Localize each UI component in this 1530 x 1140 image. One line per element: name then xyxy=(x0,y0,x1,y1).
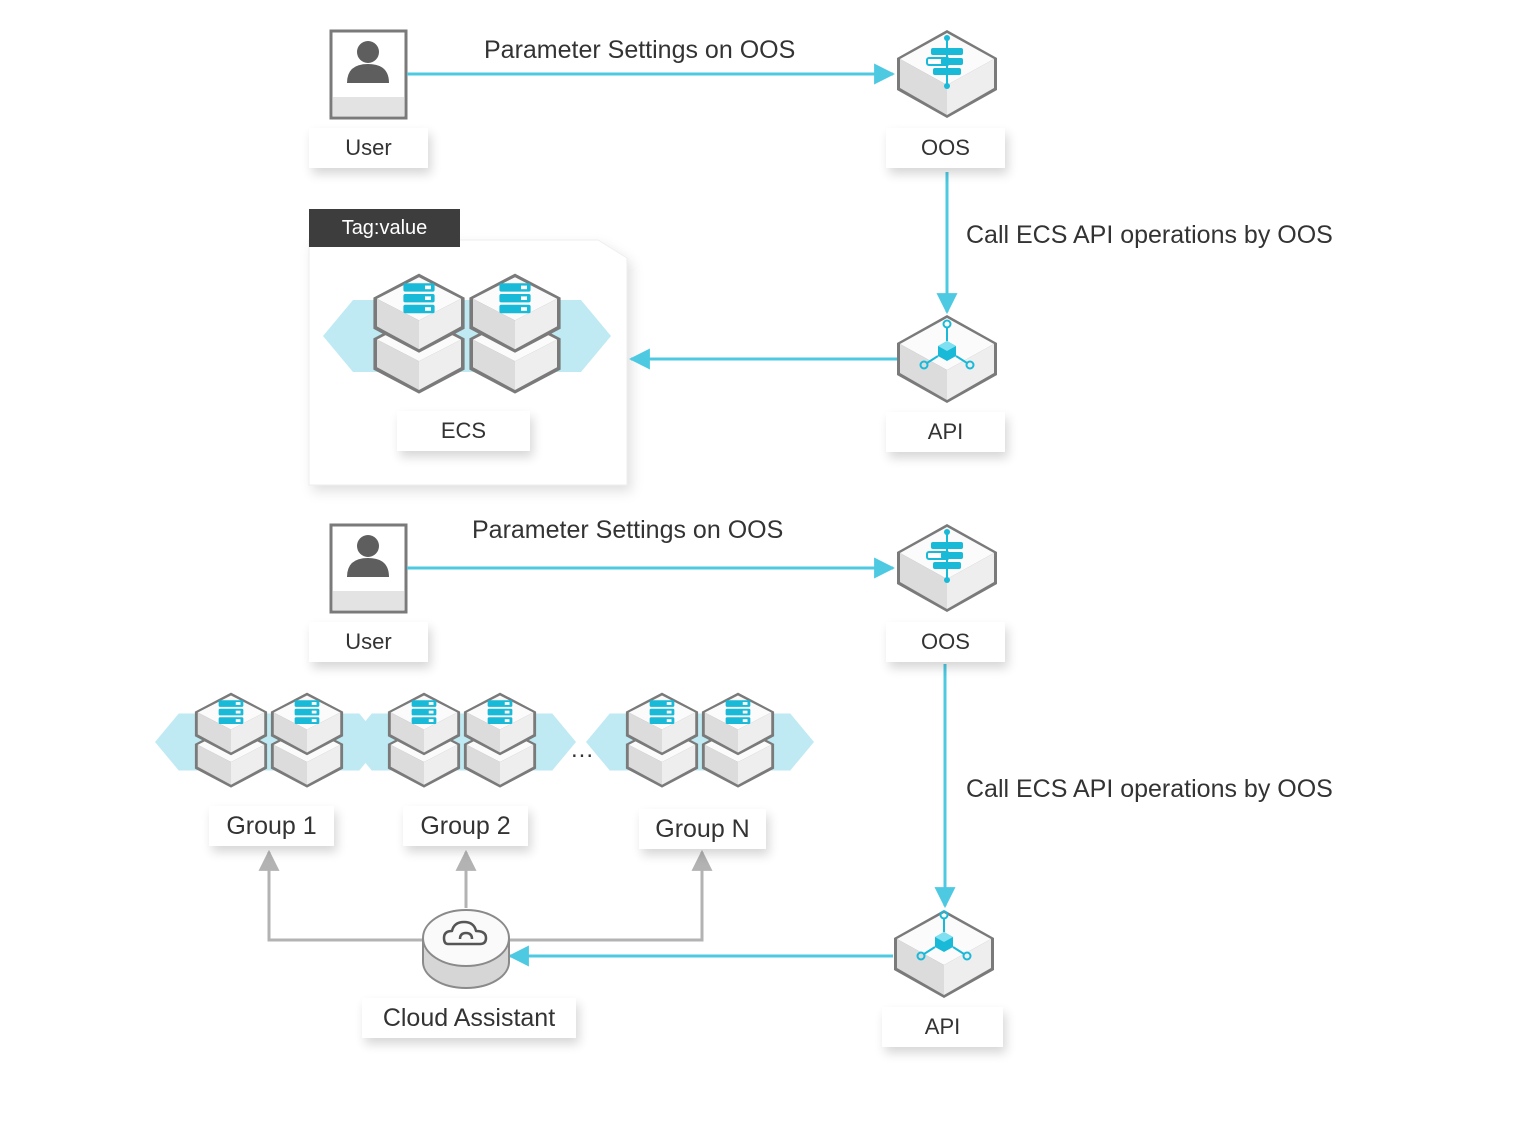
cloud-assistant-label: Cloud Assistant xyxy=(362,998,576,1038)
user-label-top: User xyxy=(309,128,428,168)
api-label-bottom: API xyxy=(882,1007,1003,1047)
group-n-servers xyxy=(586,693,814,788)
group-2-label: Group 2 xyxy=(403,806,528,846)
groups-ellipsis: ... xyxy=(571,736,595,763)
oos-node-top xyxy=(897,30,997,118)
oos-node-bottom xyxy=(897,524,997,612)
api-node-bottom xyxy=(894,910,994,998)
api-label-top: API xyxy=(886,412,1005,452)
edge-label-call-ecs-api-bottom: Call ECS API operations by OOS xyxy=(966,775,1333,803)
cloud-icon xyxy=(442,920,488,946)
group-1-servers xyxy=(155,693,383,788)
edge-label-parameter-settings-top: Parameter Settings on OOS xyxy=(484,36,796,64)
tag-value-badge: Tag:value xyxy=(309,209,460,247)
edge-label-parameter-settings-bottom: Parameter Settings on OOS xyxy=(472,516,784,544)
user-label-bottom: User xyxy=(309,622,428,662)
user-icon xyxy=(329,523,408,614)
cloud-assistant-node xyxy=(422,909,510,989)
edge-cloud-assistant-groupN xyxy=(508,849,713,942)
user-icon xyxy=(329,29,408,120)
edge-label-call-ecs-api-top: Call ECS API operations by OOS xyxy=(966,221,1333,249)
group-2-servers xyxy=(348,693,576,788)
oos-label-top: OOS xyxy=(886,128,1005,168)
oos-label-bottom: OOS xyxy=(886,622,1005,662)
ecs-label: ECS xyxy=(397,411,530,451)
group-1-label: Group 1 xyxy=(209,806,334,846)
edge-cloud-assistant-group1 xyxy=(258,849,425,942)
api-node-top xyxy=(897,315,997,403)
group-n-label: Group N xyxy=(639,809,766,849)
